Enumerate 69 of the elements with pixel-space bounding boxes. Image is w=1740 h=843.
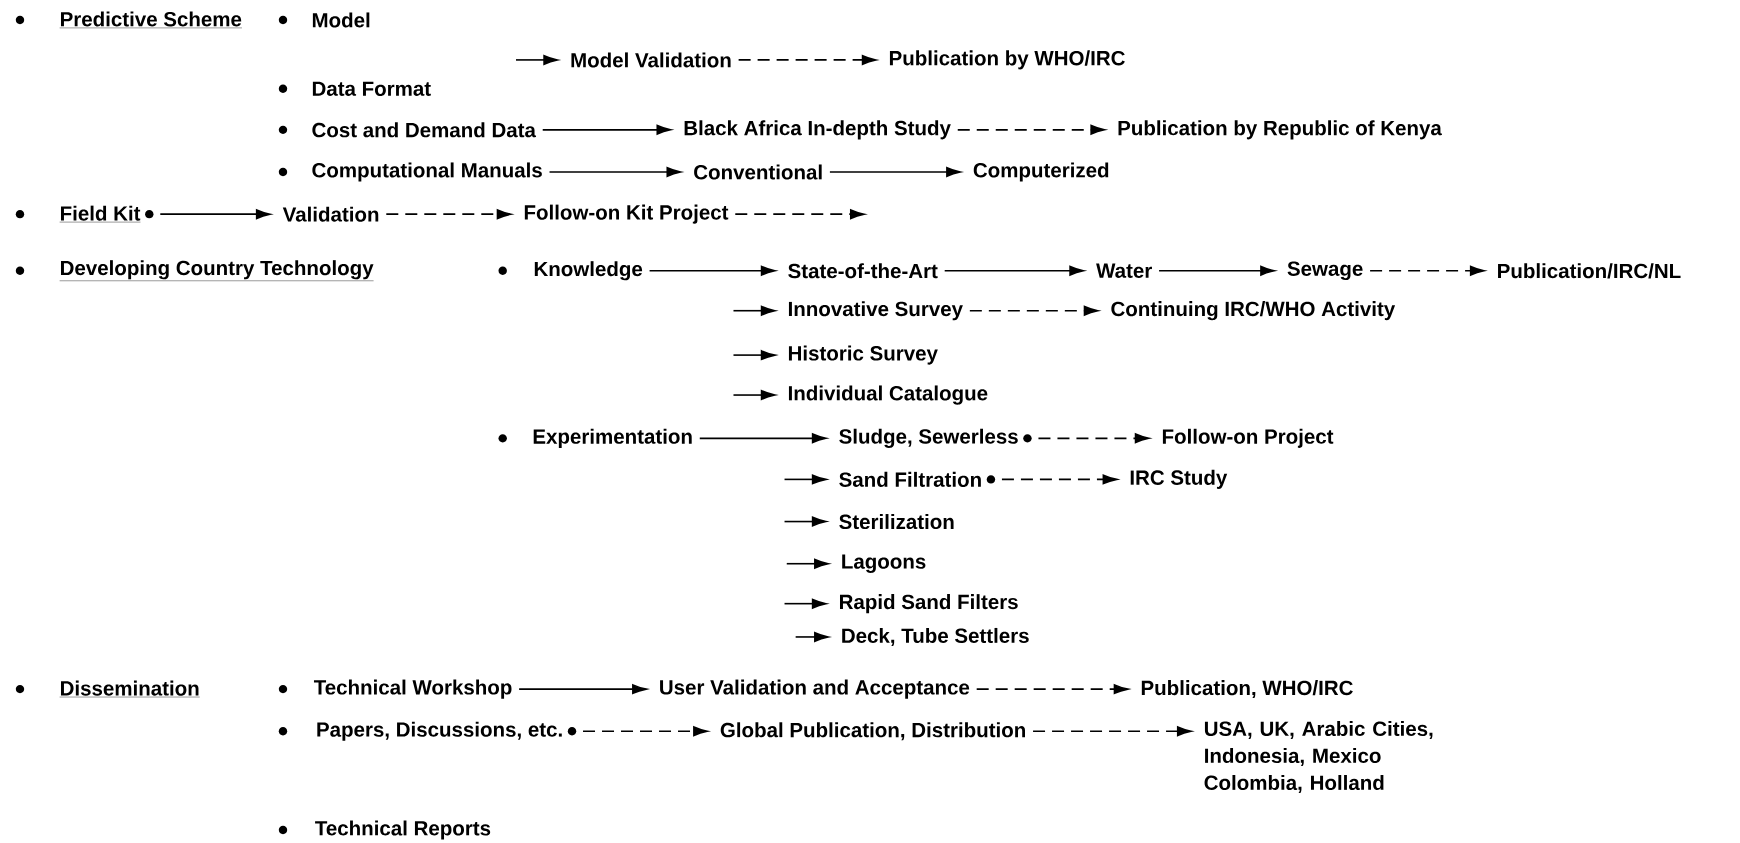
arrow xyxy=(1158,265,1275,276)
arrow xyxy=(541,124,672,135)
arrow xyxy=(1037,433,1150,444)
item-text: IRC Study xyxy=(1130,469,1228,489)
arrow xyxy=(548,166,682,178)
arrow xyxy=(829,166,961,178)
item-text: User Validation and Acceptance xyxy=(660,679,970,699)
item-text: Publication by Republic of Kenya xyxy=(1118,120,1442,140)
arrow xyxy=(794,631,829,642)
arrow xyxy=(969,305,1099,316)
item-text: Conventional xyxy=(694,164,822,180)
item-text: Sterilization xyxy=(839,514,954,530)
item-text: Follow-on Kit Project xyxy=(524,204,729,224)
heading: Field Kit xyxy=(59,205,141,223)
item-text: Model xyxy=(312,12,370,28)
arrow xyxy=(515,54,559,65)
item-text: Technical Workshop xyxy=(314,679,512,699)
item-text: Model Validation xyxy=(571,52,731,68)
arrow xyxy=(732,350,776,361)
item-text: Papers, Discussions, etc. xyxy=(317,721,562,741)
arrow xyxy=(1032,726,1192,737)
item-text: Experimentation xyxy=(533,428,692,448)
item-text: Knowledge xyxy=(534,261,643,281)
arrow xyxy=(648,265,776,276)
item-text: Computational Manuals xyxy=(312,162,542,182)
arrow xyxy=(734,209,865,220)
item-text: Publication/IRC/NL xyxy=(1498,263,1681,279)
arrow xyxy=(783,598,827,609)
item-text: State-of-the-Art xyxy=(788,263,938,279)
item-text: Technical Reports xyxy=(315,820,491,840)
arrow xyxy=(785,558,829,569)
item-text: Historic Survey xyxy=(788,345,938,365)
item-text: Sand Filtration xyxy=(839,471,981,487)
item-text: Cost and Demand Data xyxy=(312,122,536,138)
item-text: Sewage xyxy=(1287,261,1363,281)
item-text: Sludge, Sewerless xyxy=(839,428,1018,448)
item-text: USA, UK, Arabic Cities, Indonesia, Mexico Colombia, Holland xyxy=(1204,721,1433,793)
arrow xyxy=(518,684,647,695)
item-text: Water xyxy=(1096,263,1152,278)
item-text: Innovative Survey xyxy=(788,301,963,321)
arrow xyxy=(698,433,827,444)
arrow xyxy=(159,209,271,220)
arrow xyxy=(1369,265,1485,276)
arrow xyxy=(975,684,1129,695)
arrow xyxy=(943,265,1085,276)
item-text: Publication by WHO/IRC xyxy=(889,50,1125,70)
arrow xyxy=(737,54,877,65)
arrow xyxy=(732,305,776,316)
arrow xyxy=(385,209,512,220)
item-text: Data Format xyxy=(312,81,431,96)
heading: Developing Country Technology xyxy=(59,260,374,281)
item-text: Computerized xyxy=(973,162,1109,182)
arrow xyxy=(732,390,776,401)
item-text: Deck, Tube Settlers xyxy=(842,627,1029,646)
item-text: Rapid Sand Filters xyxy=(840,594,1018,614)
heading: Predictive Scheme xyxy=(59,11,243,29)
arrow xyxy=(1001,474,1118,485)
item-text: Global Publication, Distribution xyxy=(720,722,1025,741)
heading: Dissemination xyxy=(59,680,200,698)
item-text: Individual Catalogue xyxy=(788,385,988,405)
arrow xyxy=(582,726,708,737)
arrow xyxy=(956,124,1106,135)
arrow xyxy=(783,474,827,485)
item-text: Validation xyxy=(282,206,379,222)
item-text: Publication, WHO/IRC xyxy=(1141,680,1353,699)
item-text: Black Africa In-depth Study xyxy=(684,120,951,140)
item-text: Continuing IRC/WHO Activity xyxy=(1111,301,1396,321)
item-text: Follow-on Project xyxy=(1162,428,1334,448)
item-text: Lagoons xyxy=(842,554,926,573)
